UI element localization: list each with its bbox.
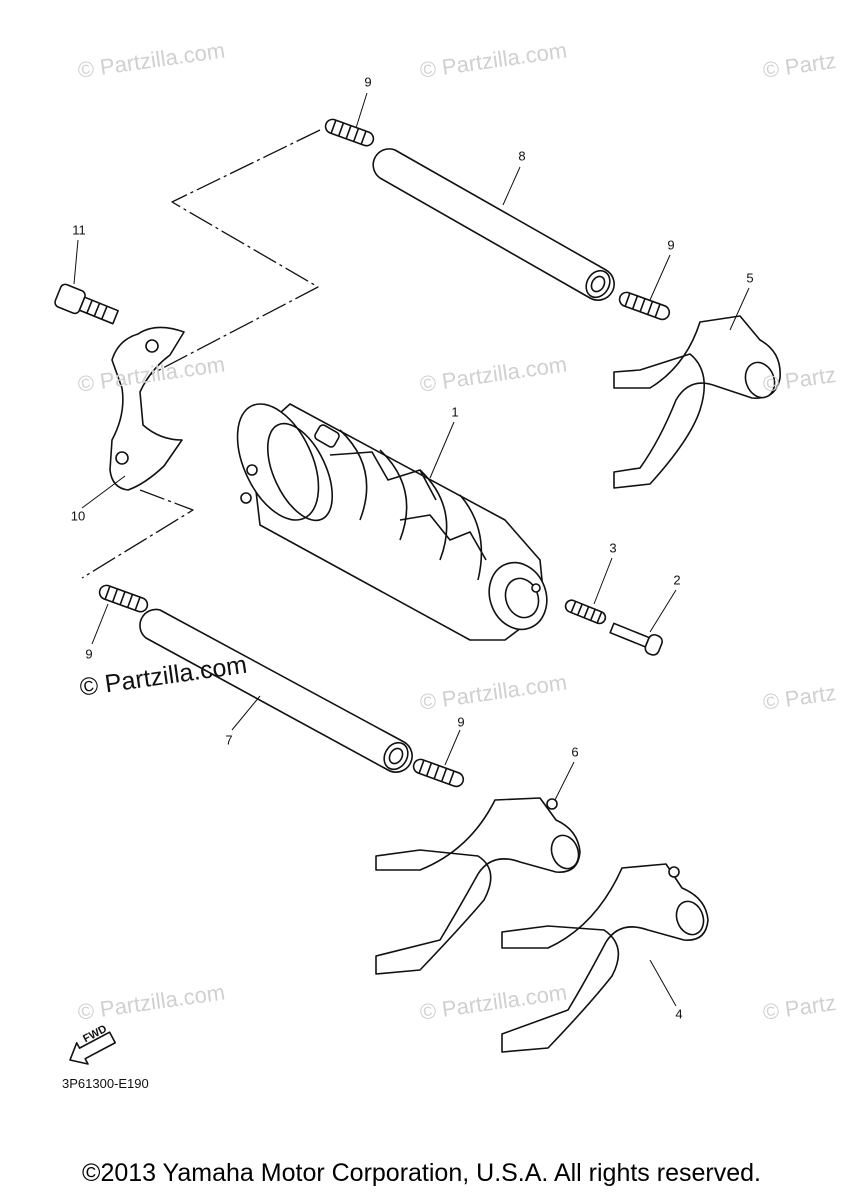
callout-2: 2 (673, 572, 681, 588)
callout-9-lower: 9 (457, 714, 465, 730)
leader-6 (554, 761, 575, 801)
leader-5 (729, 287, 750, 331)
leader-7 (231, 695, 261, 731)
copyright-notice: ©2013 Yamaha Motor Corporation, U.S.A. A… (82, 1159, 761, 1187)
shift-fork-6 (375, 797, 581, 975)
shift-pin (609, 622, 663, 656)
spring-small-3 (564, 599, 607, 625)
spring-left (98, 584, 149, 613)
callout-5: 5 (746, 270, 754, 286)
stopper-plate (109, 326, 185, 491)
diagram-code: 3P61300-E190 (62, 1076, 149, 1091)
callout-8: 8 (518, 148, 526, 164)
callout-7: 7 (225, 732, 233, 748)
callout-9-top: 9 (364, 74, 372, 90)
spring-lower (412, 758, 465, 788)
callout-3: 3 (609, 540, 617, 556)
leader-9-right (649, 254, 671, 301)
leader-9-left (91, 603, 109, 645)
leader-4 (649, 959, 677, 1007)
callout-9-right: 9 (667, 237, 675, 253)
leader-2 (649, 589, 677, 633)
callout-10: 10 (70, 508, 86, 524)
callout-4: 4 (675, 1006, 683, 1022)
lower-guide-line (81, 489, 194, 579)
leader-1 (429, 421, 455, 479)
leader-9-lower (444, 729, 461, 766)
shift-fork-4 (501, 863, 709, 1053)
shift-fork-5 (613, 315, 781, 489)
leader-9-top (355, 92, 368, 129)
guide-lines (81, 129, 321, 579)
fwd-arrow-icon (69, 1031, 116, 1065)
shaft-lower (139, 608, 413, 773)
bolt (54, 283, 119, 325)
callout-11: 11 (72, 222, 86, 238)
spring-right (618, 291, 671, 321)
callout-6: 6 (571, 744, 579, 760)
leader-8 (502, 166, 521, 206)
spring-upper (324, 118, 375, 147)
shaft-upper (372, 148, 615, 301)
leader-3 (593, 557, 613, 605)
leader-lines (73, 92, 750, 1007)
callout-9-left: 9 (85, 646, 93, 662)
callout-1: 1 (451, 404, 459, 420)
upper-guide-line (139, 129, 321, 381)
leader-11 (73, 239, 79, 285)
leader-10 (81, 475, 126, 509)
shift-drum (236, 403, 548, 641)
